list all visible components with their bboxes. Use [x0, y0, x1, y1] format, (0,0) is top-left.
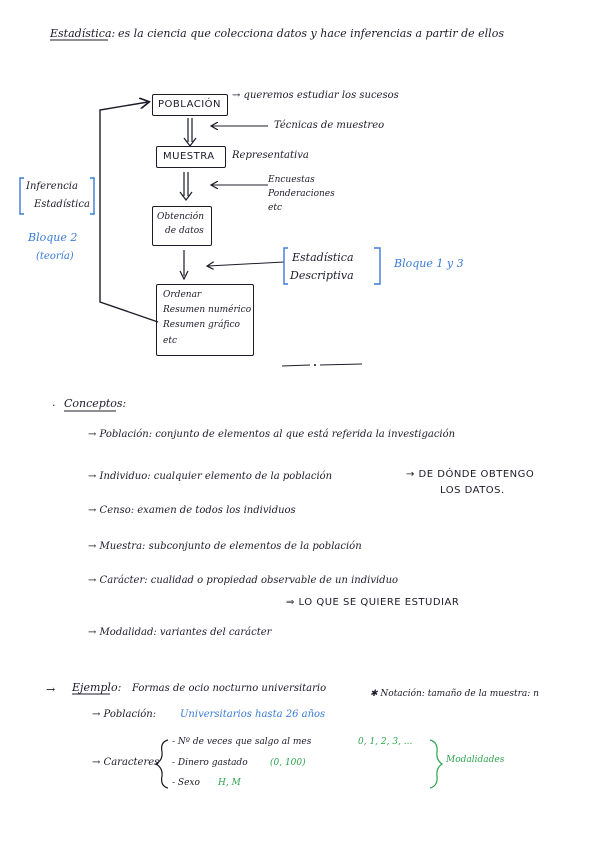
obtencion-line1: Obtención	[157, 212, 205, 222]
concepto-poblacion: → Población: conjunto de elementos al qu…	[88, 429, 456, 440]
ordenar-line3: Resumen gráfico	[163, 320, 240, 330]
individuo-note-2: LOS DATOS.	[440, 485, 505, 496]
ejemplo-title: Formas de ocio nocturno universitario	[132, 683, 327, 694]
descriptiva-line2: Descriptiva	[290, 269, 354, 282]
conceptos-bullet: ·	[52, 399, 56, 412]
muestra-label: MUESTRA	[163, 151, 215, 162]
obtencion-line2: de datos	[165, 226, 204, 236]
concepto-censo: → Censo: examen de todos los individuos	[88, 505, 296, 516]
inferencia-line1: Inferencia	[26, 181, 78, 192]
concepto-caracter: → Carácter: cualidad o propiedad observa…	[88, 575, 399, 586]
ejemplo-poblacion-label: → Población:	[92, 709, 157, 720]
caracter-3-value: H, M	[218, 778, 241, 788]
ordenar-line2: Resumen numérico	[163, 305, 252, 315]
caracter-3-text: - Sexo	[172, 778, 200, 788]
concepto-muestra: → Muestra: subconjunto de elementos de l…	[88, 541, 362, 552]
representativa-label: Representativa	[232, 150, 309, 161]
caracter-2-text: - Dinero gastado	[172, 758, 248, 768]
individuo-note-1: → DE DÓNDE OBTENGO	[406, 469, 535, 480]
intro-term: Estadística:	[50, 27, 116, 40]
conceptos-title: Conceptos:	[64, 397, 127, 410]
encuestas-2: Ponderaciones	[268, 189, 335, 199]
caracteres-label: → Caracteres	[92, 757, 160, 768]
caracter-1-text: - Nº de veces que salgo al mes	[172, 737, 312, 747]
poblacion-box: POBLACIÓN	[152, 94, 228, 116]
notacion: ✱ Notación: tamaño de la muestra: n	[370, 689, 539, 699]
poblacion-label: POBLACIÓN	[158, 99, 222, 110]
tecnicas-muestreo: Técnicas de muestreo	[274, 120, 385, 131]
caracter-2-value: (0, 100)	[270, 758, 306, 768]
ordenar-box: Ordenar Resumen numérico Resumen gráfico…	[156, 284, 254, 356]
caracter-1-value: 0, 1, 2, 3, ...	[358, 737, 413, 747]
caracter-note: ⇒ LO QUE SE QUIERE ESTUDIAR	[286, 597, 460, 608]
concepto-modalidad: → Modalidad: variantes del carácter	[88, 627, 272, 638]
intro-definition: es la ciencia que colecciona datos y hac…	[118, 27, 504, 40]
bloques-label: Bloque 1 y 3	[394, 257, 464, 270]
ordenar-line4: etc	[163, 336, 177, 346]
muestra-box: MUESTRA	[156, 146, 226, 168]
concepto-individuo: → Individuo: cualquier elemento de la po…	[88, 471, 333, 482]
obtencion-box: Obtención de datos	[152, 206, 212, 246]
ejemplo-label: Ejemplo:	[72, 681, 122, 694]
bloque2-line1: Bloque 2	[28, 231, 78, 244]
poblacion-note: → queremos estudiar los sucesos	[232, 90, 399, 101]
modalidades-label: Modalidades	[446, 755, 505, 765]
descriptiva-line1: Estadística	[292, 251, 354, 264]
ejemplo-poblacion-value: Universitarios hasta 26 años	[180, 709, 326, 720]
bloque2-line2: (teoría)	[36, 251, 74, 262]
ejemplo-arrow: →	[46, 683, 56, 696]
ordenar-line1: Ordenar	[163, 290, 202, 300]
encuestas-3: etc	[268, 203, 282, 213]
inferencia-line2: Estadística	[34, 199, 90, 210]
encuestas-1: Encuestas	[268, 175, 315, 185]
